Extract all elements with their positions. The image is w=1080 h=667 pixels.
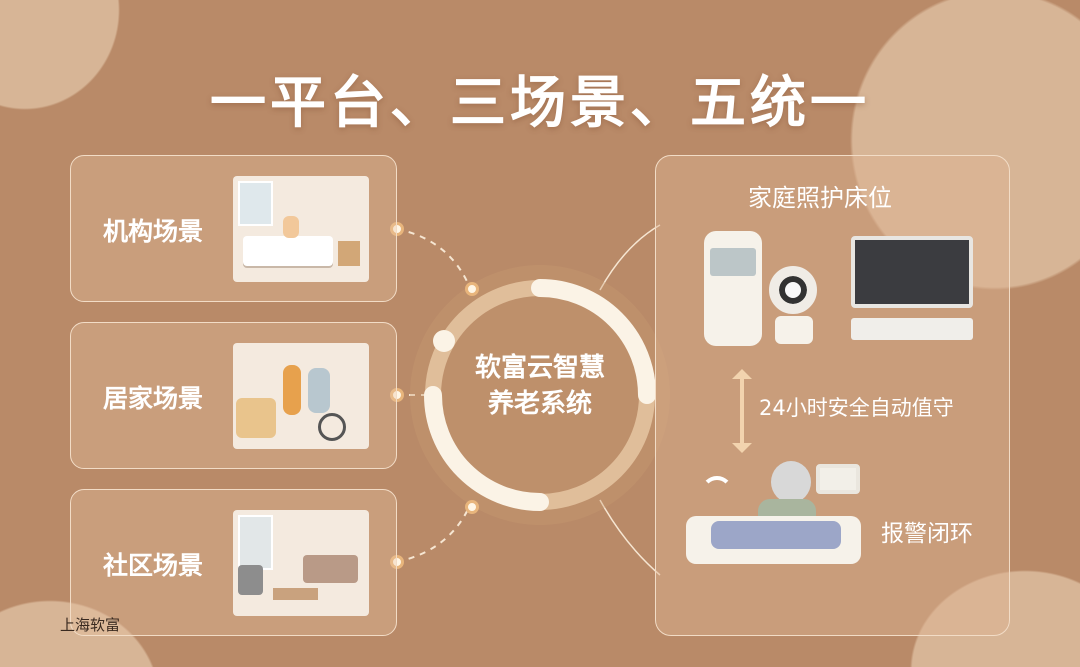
connector-dot	[465, 282, 479, 296]
home-care-illustration	[233, 343, 369, 449]
computer-monitor-icon	[851, 236, 973, 348]
home-care-bed-panel: 家庭照护床位 24小时安全自动值守 报警闭环	[655, 155, 1010, 636]
scene-card-home[interactable]: 居家场景	[70, 322, 397, 469]
phone-device-icon	[704, 231, 762, 346]
community-room-illustration	[233, 510, 369, 616]
scene-label: 机构场景	[103, 217, 204, 246]
scene-card-community[interactable]: 社区场景	[70, 489, 397, 636]
panel-heading: 家庭照护床位	[748, 184, 892, 212]
scene-label: 社区场景	[103, 551, 204, 580]
double-arrow-icon	[732, 369, 752, 453]
camera-device-icon	[769, 266, 819, 346]
connector-dot	[390, 555, 404, 569]
alarm-text: 报警闭环	[881, 521, 973, 547]
footer-brand: 上海软富	[60, 616, 121, 634]
care-bed-illustration	[686, 461, 866, 606]
page-title: 一平台、三场景、五统一	[210, 71, 870, 136]
connector-dot	[465, 500, 479, 514]
wifi-icon	[701, 476, 733, 508]
center-line-2: 养老系统	[487, 389, 592, 419]
institution-room-illustration	[233, 176, 369, 282]
center-system-label: 软富云智慧 养老系统	[440, 350, 640, 422]
connector-dot	[390, 388, 404, 402]
scene-label: 居家场景	[103, 384, 204, 413]
scene-card-institution[interactable]: 机构场景	[70, 155, 397, 302]
monitor-text: 24小时安全自动值守	[759, 396, 954, 420]
center-line-1: 软富云智慧	[474, 353, 605, 383]
monitor-stand-icon	[816, 464, 860, 494]
connector-dot	[390, 222, 404, 236]
